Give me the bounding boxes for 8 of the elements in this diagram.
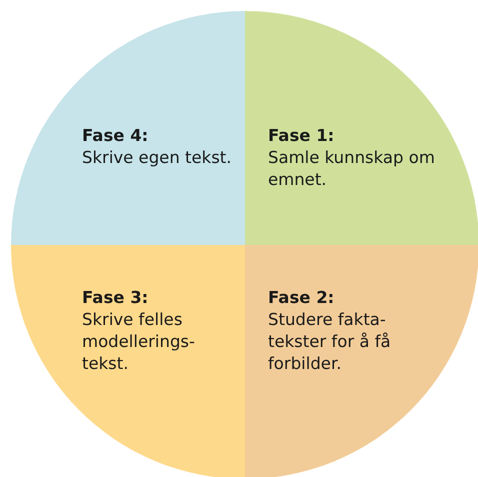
phase-heading: Fase 3: (82, 287, 150, 309)
phase-description: Skrive felles modellerings-tekst. (82, 309, 196, 375)
phase-description: Samle kunnskap om emnet. (268, 147, 436, 191)
phase-heading: Fase 1: (268, 125, 336, 147)
phase-heading: Fase 4: (82, 125, 150, 147)
phase-description: Skrive egen tekst. (82, 147, 232, 169)
phase-heading: Fase 2: (268, 287, 336, 309)
phase-description: Studere fakta-tekster for å få forbilder. (268, 309, 392, 375)
